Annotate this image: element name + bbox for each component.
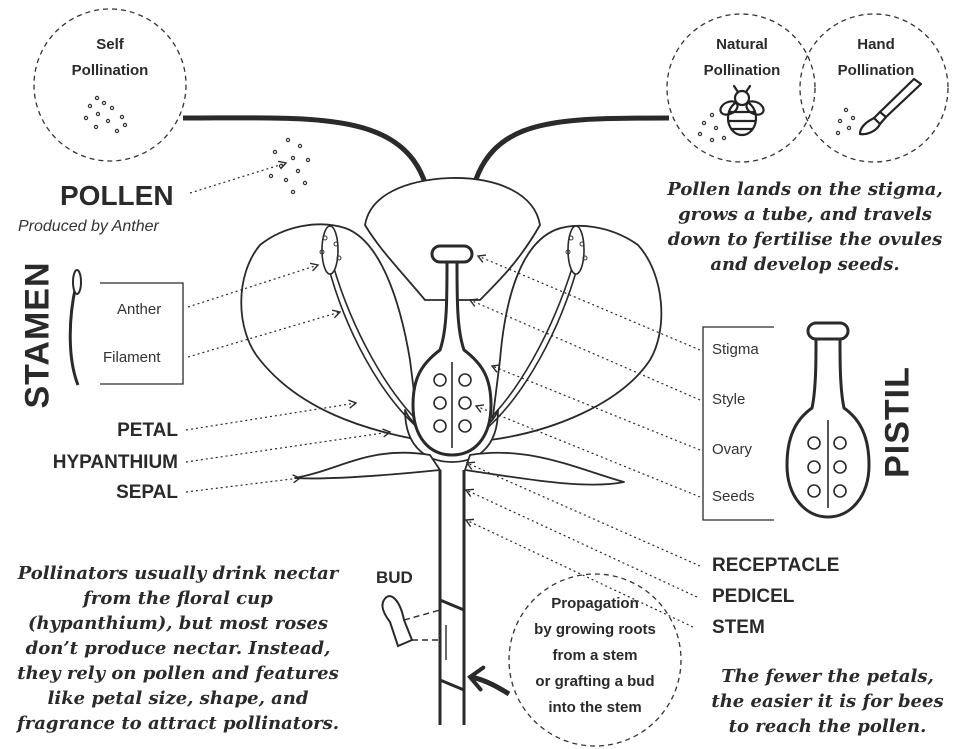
pistil-part-stigma: Stigma xyxy=(712,341,759,358)
label-receptacle: RECEPTACLE xyxy=(712,555,839,577)
pollen-title: POLLEN xyxy=(60,180,174,212)
note-petals-line-2: the easier it is for bees xyxy=(700,689,955,714)
note-stigma-line-2: grows a tube, and travels xyxy=(655,202,955,227)
bee-icon xyxy=(718,86,765,135)
sepal-right xyxy=(465,453,624,485)
note-petals-line-1: The fewer the petals, xyxy=(700,664,955,689)
hand-line-2: Pollination xyxy=(824,58,928,84)
label-bud: BUD xyxy=(376,568,413,588)
note-petals-line-3: to reach the pollen. xyxy=(700,714,955,739)
pollen-subtitle: Produced by Anther xyxy=(18,218,159,236)
sepal-left xyxy=(295,453,440,479)
label-hypanthium: HYPANTHIUM xyxy=(53,452,178,474)
propagation-line-4: or grafting a bud xyxy=(515,669,675,695)
pistil-part-style: Style xyxy=(712,391,745,408)
note-nectar: Pollinators usually drink nectar from th… xyxy=(2,561,354,736)
paintbrush-icon xyxy=(860,79,921,134)
self-line-2: Pollination xyxy=(60,58,160,84)
note-stigma-line-3: down to fertilise the ovules xyxy=(655,227,955,252)
propagation-line-3: from a stem xyxy=(515,643,675,669)
label-sepal: SEPAL xyxy=(116,482,178,504)
note-nectar-line-1: Pollinators usually drink nectar xyxy=(2,561,354,586)
label-petal: PETAL xyxy=(117,420,178,442)
label-pedicel: PEDICEL xyxy=(712,586,794,608)
pollen-dots-main xyxy=(269,138,309,193)
note-nectar-line-4: don’t produce nectar. Instead, xyxy=(2,636,354,661)
stamen-part-filament: Filament xyxy=(103,349,161,366)
pistil-icon xyxy=(787,323,869,517)
note-nectar-line-3: (hypanthium), but most roses xyxy=(2,611,354,636)
propagation-line-5: into the stem xyxy=(515,695,675,721)
stamen-title: STAMEN xyxy=(19,261,58,408)
note-nectar-line-6: like petal size, shape, and xyxy=(2,686,354,711)
pistil-title: PISTIL xyxy=(879,366,918,478)
pistil-part-ovary: Ovary xyxy=(712,441,752,458)
note-stigma-line-1: Pollen lands on the stigma, xyxy=(655,177,955,202)
natural-line-2: Pollination xyxy=(690,58,794,84)
pollen-dots-self xyxy=(84,96,126,132)
propagation-line-2: by growing roots xyxy=(515,617,675,643)
hand-pollination-label: Hand Pollination xyxy=(824,32,928,84)
stamen-part-anther: Anther xyxy=(117,301,161,318)
propagation-line-1: Propagation xyxy=(515,591,675,617)
natural-line-1: Natural xyxy=(690,32,794,58)
note-nectar-line-7: fragrance to attract pollinators. xyxy=(2,711,354,736)
self-line-1: Self xyxy=(60,32,160,58)
bud-graft xyxy=(382,596,446,660)
arrow-propagation xyxy=(470,677,509,694)
self-pollination-label: Self Pollination xyxy=(60,32,160,84)
natural-pollination-label: Natural Pollination xyxy=(690,32,794,84)
note-stigma-line-4: and develop seeds. xyxy=(655,252,955,277)
pollen-dots-natural xyxy=(698,113,725,141)
pollen-dots-hand xyxy=(836,108,854,134)
propagation-label: Propagation by growing roots from a stem… xyxy=(515,591,675,721)
note-nectar-line-5: they rely on pollen and features xyxy=(2,661,354,686)
note-stigma: Pollen lands on the stigma, grows a tube… xyxy=(655,177,955,277)
hand-line-1: Hand xyxy=(824,32,928,58)
stamen-icon xyxy=(70,270,81,385)
label-stem: STEM xyxy=(712,617,765,639)
note-nectar-line-2: from the floral cup xyxy=(2,586,354,611)
note-petals: The fewer the petals, the easier it is f… xyxy=(700,664,955,739)
pistil-part-seeds: Seeds xyxy=(712,488,755,505)
stem xyxy=(440,470,464,725)
